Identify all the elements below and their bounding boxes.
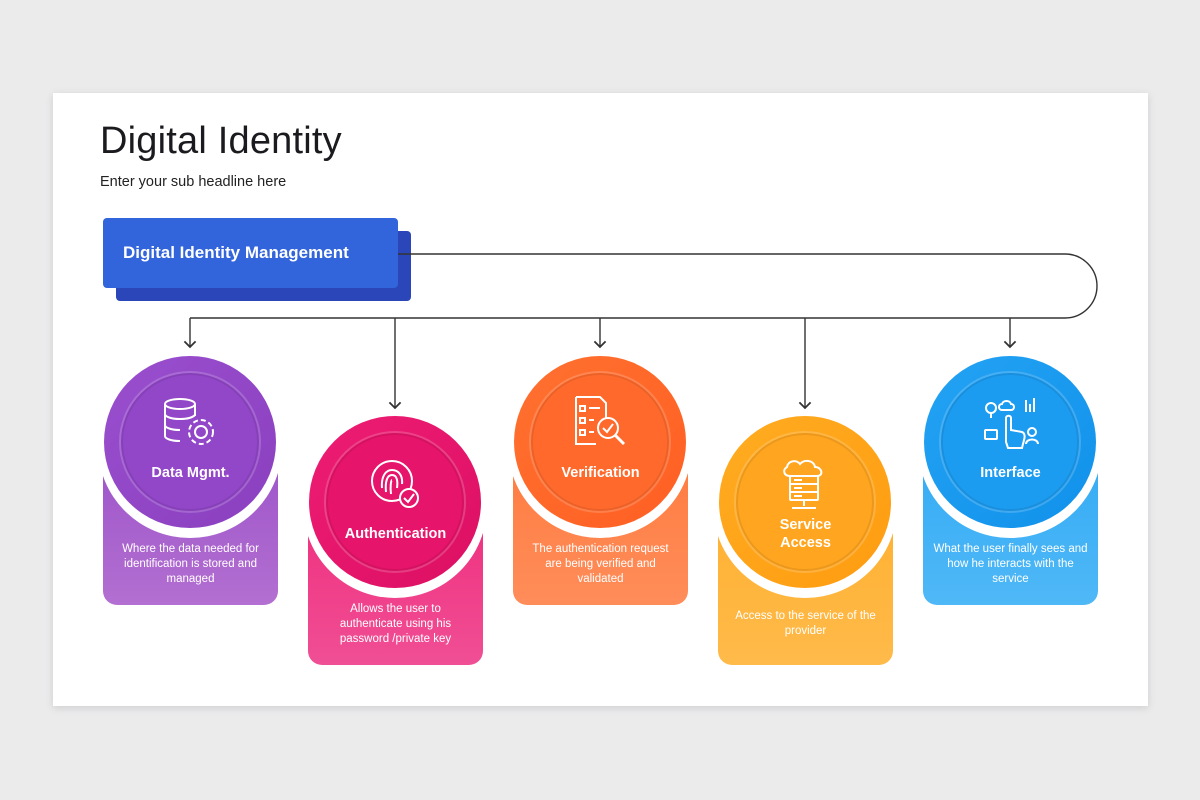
node-label: Authentication	[344, 526, 447, 542]
fingerprint-check-icon	[371, 460, 419, 508]
document-magnifier-icon	[575, 396, 626, 446]
node-description: Allows the user to authenticate using hi…	[339, 603, 452, 645]
node-label: Verification	[561, 465, 640, 481]
slide-title: Digital Identity	[100, 120, 342, 162]
touch-interface-icon	[984, 398, 1039, 449]
node-label: Data Mgmt.	[151, 465, 230, 481]
root-box-label: Digital Identity Management	[123, 243, 349, 262]
root-box: Digital Identity Management	[103, 218, 398, 288]
cloud-server-icon	[783, 459, 823, 509]
node-label: Interface	[980, 465, 1041, 481]
node-description: What the user finally sees and how he in…	[933, 543, 1088, 585]
slide-subtitle: Enter your sub headline here	[100, 174, 287, 190]
node-label: Service Access	[779, 517, 832, 551]
node-description: Access to the service of the provider	[735, 610, 876, 637]
node-description: Where the data needed for identification…	[122, 543, 259, 585]
database-gear-icon	[164, 398, 214, 445]
connector-loop	[190, 253, 1098, 319]
node-description: The authentication request are being ver…	[532, 543, 669, 585]
